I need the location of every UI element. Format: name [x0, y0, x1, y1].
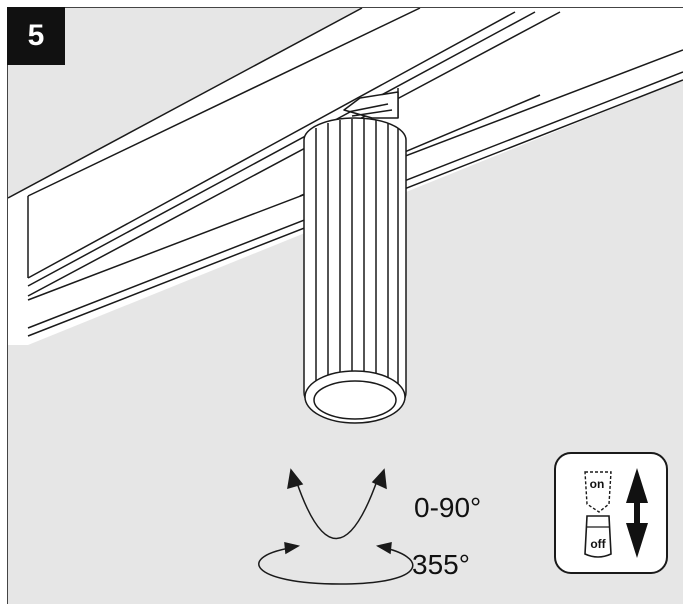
switch-on-label: on	[590, 477, 605, 491]
spotlight-body	[303, 117, 407, 424]
step-number-badge: 5	[7, 7, 65, 65]
switch-off-label: off	[590, 537, 606, 551]
rotation-arrow-icon	[258, 542, 414, 585]
rotation-angle-label: 355°	[412, 549, 470, 580]
tilt-angle-label: 0-90°	[414, 492, 481, 523]
track-adapter	[343, 91, 399, 119]
tilt-arrows-icon	[287, 468, 387, 540]
up-down-arrow-icon	[626, 468, 648, 558]
on-off-switch-icon: on off	[554, 452, 668, 574]
